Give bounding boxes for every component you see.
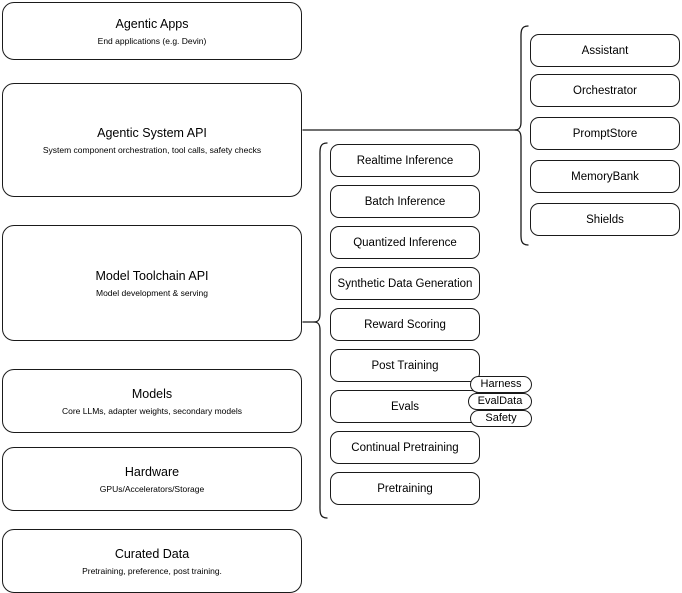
brace-system-components bbox=[514, 25, 529, 246]
eval-tag-label: EvalData bbox=[477, 395, 523, 407]
layer-box-model-toolchain-api[interactable]: Model Toolchain API Model development & … bbox=[2, 225, 302, 341]
toolchain-item-label: Synthetic Data Generation bbox=[337, 277, 473, 290]
layer-title: Hardware bbox=[124, 464, 180, 479]
toolchain-item-label: Batch Inference bbox=[364, 195, 446, 208]
system-component-label: MemoryBank bbox=[571, 170, 639, 183]
toolchain-item-label: Post Training bbox=[371, 359, 439, 372]
eval-tag-safety[interactable]: Safety bbox=[470, 410, 532, 427]
toolchain-item-label: Evals bbox=[390, 400, 420, 413]
system-component-assistant[interactable]: Assistant bbox=[530, 34, 680, 67]
layer-box-agentic-system-api[interactable]: Agentic System API System component orch… bbox=[2, 83, 302, 197]
layer-box-curated-data[interactable]: Curated Data Pretraining, preference, po… bbox=[2, 529, 302, 593]
toolchain-item-label: Reward Scoring bbox=[364, 318, 446, 331]
toolchain-item-label: Quantized Inference bbox=[353, 236, 457, 249]
system-component-label: Orchestrator bbox=[573, 84, 637, 97]
layer-subtitle: Model development & serving bbox=[96, 287, 208, 298]
system-component-memorybank[interactable]: MemoryBank bbox=[530, 160, 680, 193]
eval-tag-evaldata[interactable]: EvalData bbox=[468, 393, 532, 410]
system-component-label: Assistant bbox=[581, 44, 629, 57]
system-component-label: Shields bbox=[586, 213, 624, 226]
layer-box-hardware[interactable]: Hardware GPUs/Accelerators/Storage bbox=[2, 447, 302, 511]
toolchain-item-synthetic-data-generation[interactable]: Synthetic Data Generation bbox=[330, 267, 480, 300]
toolchain-item-evals[interactable]: Evals bbox=[330, 390, 480, 423]
layer-box-agentic-apps[interactable]: Agentic Apps End applications (e.g. Devi… bbox=[2, 2, 302, 60]
toolchain-item-realtime-inference[interactable]: Realtime Inference bbox=[330, 144, 480, 177]
toolchain-item-batch-inference[interactable]: Batch Inference bbox=[330, 185, 480, 218]
layer-title: Models bbox=[131, 386, 173, 401]
layer-subtitle: GPUs/Accelerators/Storage bbox=[99, 483, 205, 494]
toolchain-item-pretraining[interactable]: Pretraining bbox=[330, 472, 480, 505]
toolchain-item-post-training[interactable]: Post Training bbox=[330, 349, 480, 382]
system-component-orchestrator[interactable]: Orchestrator bbox=[530, 74, 680, 107]
layer-title: Model Toolchain API bbox=[95, 268, 209, 283]
eval-tag-label: Harness bbox=[480, 378, 522, 390]
brace-toolchain-items bbox=[313, 142, 328, 519]
toolchain-item-label: Pretraining bbox=[377, 482, 433, 495]
toolchain-item-continual-pretraining[interactable]: Continual Pretraining bbox=[330, 431, 480, 464]
layer-subtitle: Pretraining, preference, post training. bbox=[82, 565, 222, 576]
toolchain-item-reward-scoring[interactable]: Reward Scoring bbox=[330, 308, 480, 341]
system-component-promptstore[interactable]: PromptStore bbox=[530, 117, 680, 150]
eval-tag-label: Safety bbox=[485, 412, 517, 424]
layer-title: Curated Data bbox=[114, 546, 190, 561]
layer-title: Agentic System API bbox=[97, 125, 207, 140]
toolchain-item-quantized-inference[interactable]: Quantized Inference bbox=[330, 226, 480, 259]
system-component-label: PromptStore bbox=[572, 127, 638, 140]
layer-subtitle: System component orchestration, tool cal… bbox=[42, 144, 262, 155]
layer-subtitle: End applications (e.g. Devin) bbox=[97, 35, 207, 46]
toolchain-item-label: Realtime Inference bbox=[356, 154, 454, 167]
toolchain-item-label: Continual Pretraining bbox=[351, 441, 459, 454]
layer-title: Agentic Apps bbox=[115, 16, 189, 31]
layer-subtitle: Core LLMs, adapter weights, secondary mo… bbox=[61, 405, 242, 416]
layer-box-models[interactable]: Models Core LLMs, adapter weights, secon… bbox=[2, 369, 302, 433]
system-component-shields[interactable]: Shields bbox=[530, 203, 680, 236]
eval-tag-harness[interactable]: Harness bbox=[470, 376, 532, 393]
